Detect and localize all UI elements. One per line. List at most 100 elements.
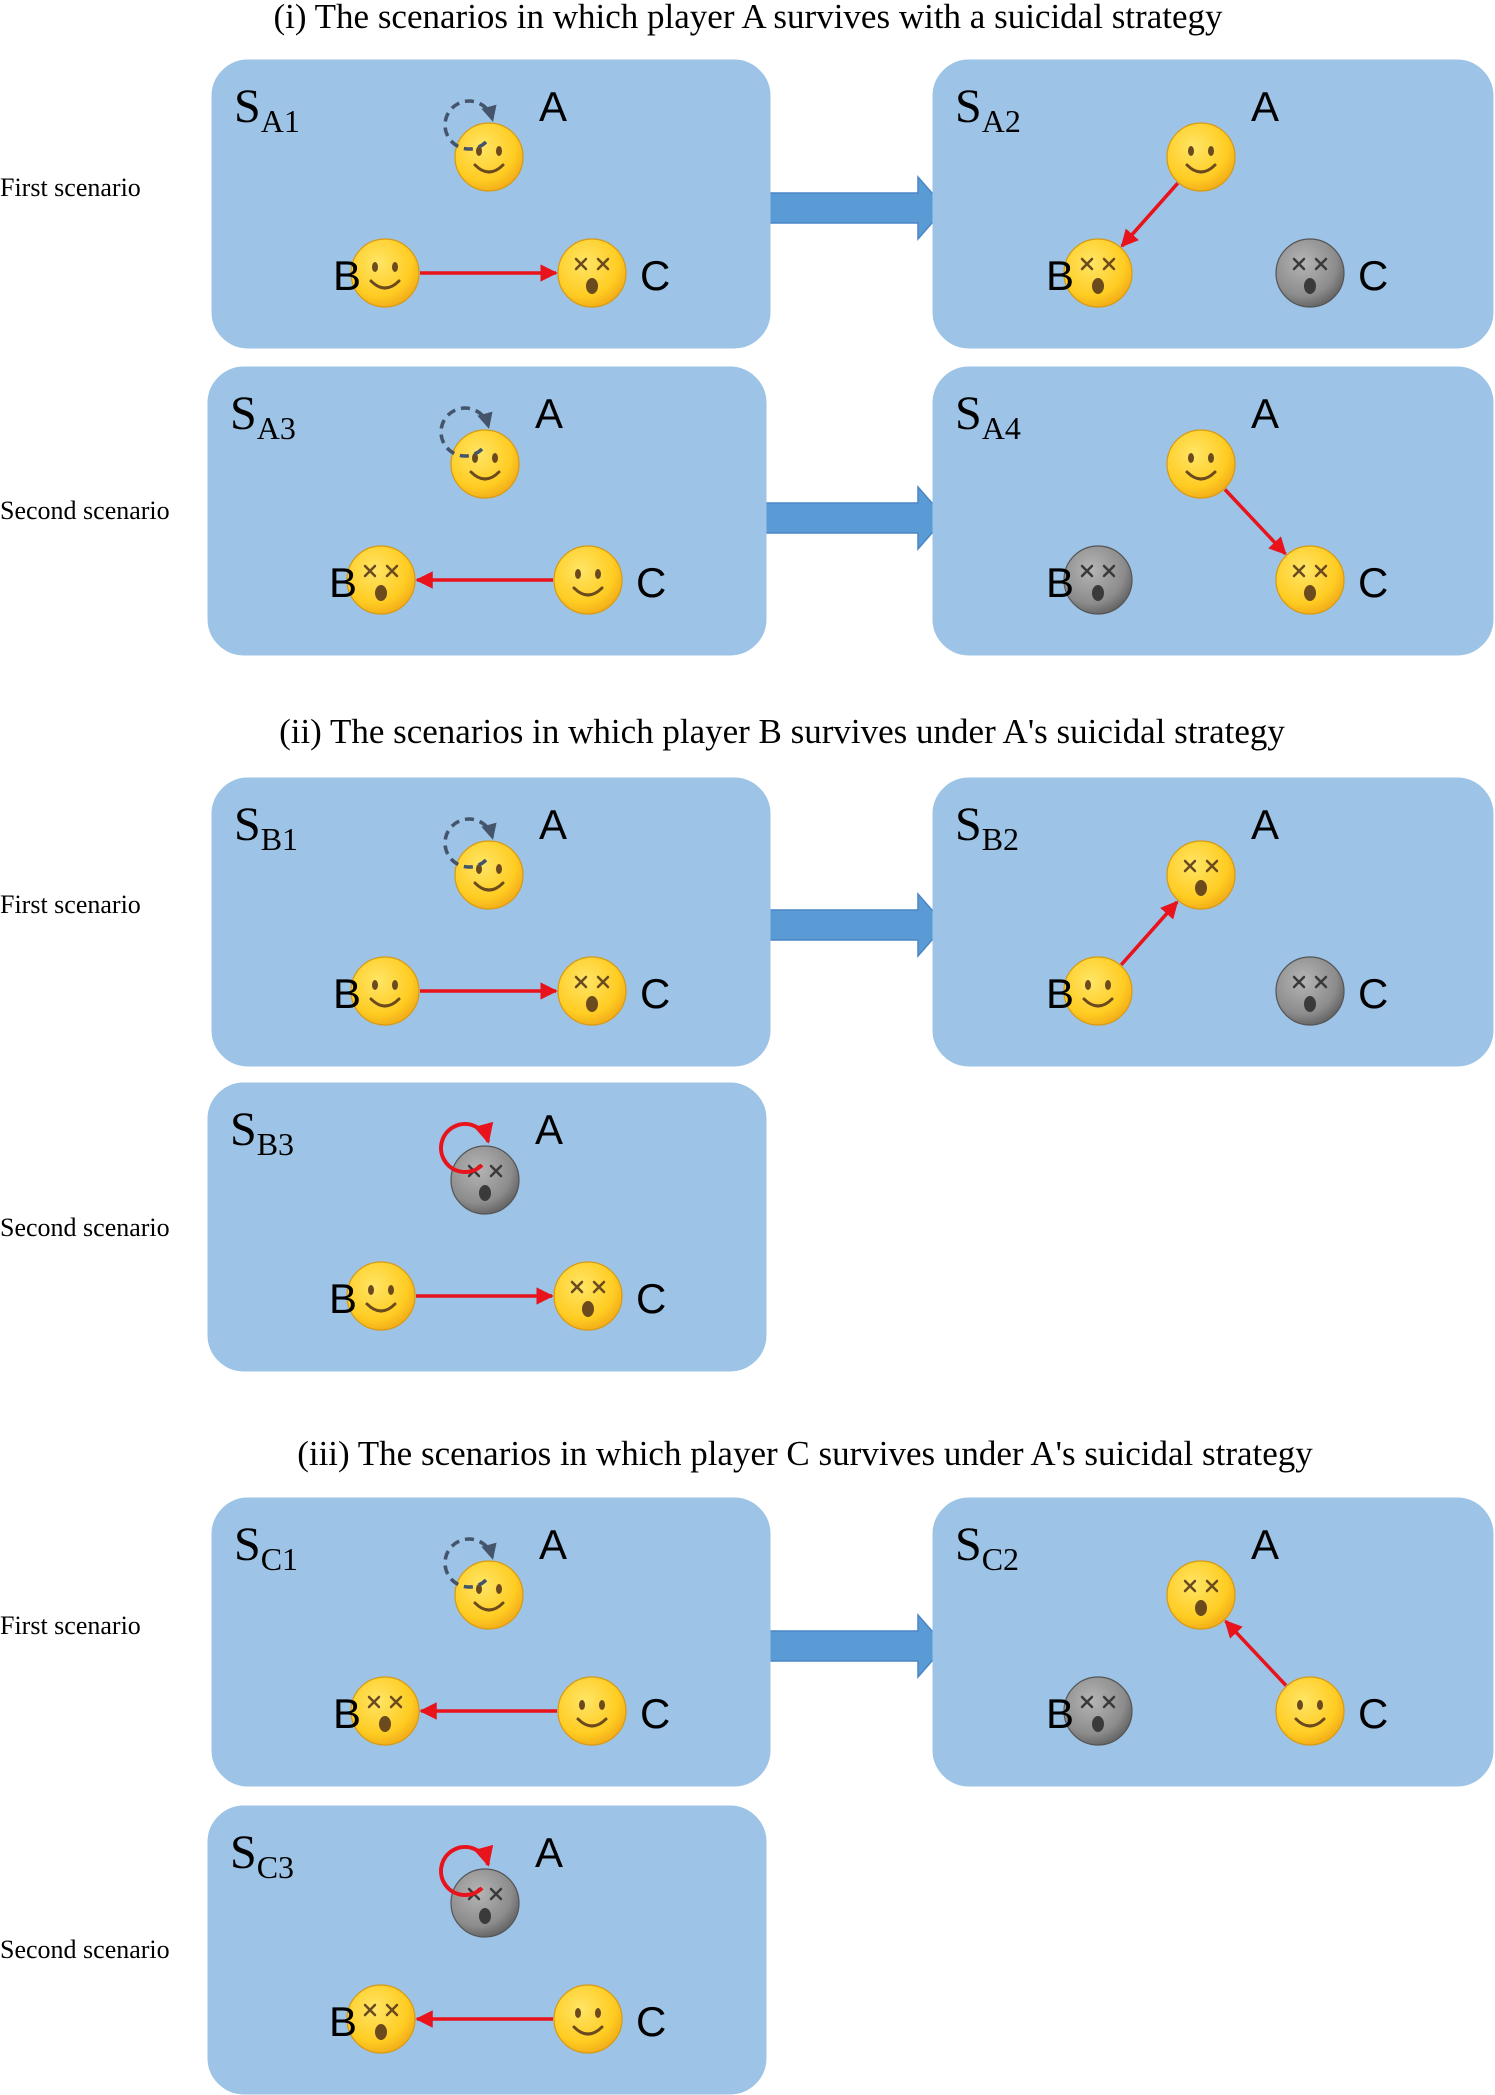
player-c-label: C (1358, 252, 1388, 299)
player-b-face (1063, 956, 1133, 1026)
player-c-face (557, 238, 627, 308)
suicide-arrow-a (439, 1121, 494, 1174)
player-c-face (553, 1261, 623, 1331)
panel-s-b1: SB1 A B C (211, 777, 771, 1067)
transition-arrow-a1-a2 (756, 174, 946, 242)
panel-s-b3: SB3 A B C (207, 1082, 767, 1372)
panel-s-a1: SA1 A B C (211, 59, 771, 349)
player-c-face (553, 545, 623, 615)
shot-arrow-c-to-a (1224, 1619, 1288, 1687)
player-c-face (553, 1984, 623, 2054)
row-label-1-1: First scenario (0, 173, 141, 202)
player-a-face (1166, 840, 1236, 910)
player-b-label: B (333, 970, 361, 1017)
panel-label-a1: SA1 (234, 80, 300, 139)
player-a-face (1166, 122, 1236, 192)
panel-label-b3: SB3 (230, 1103, 294, 1162)
section-heading-1: (i) The scenarios in which player A surv… (274, 0, 1223, 36)
player-a-label: A (539, 83, 567, 130)
row-label-2-2: Second scenario (0, 1213, 170, 1242)
panel-label-a3: SA3 (230, 387, 296, 446)
player-a-label: A (539, 801, 567, 848)
player-a-label: A (539, 1521, 567, 1568)
player-c-label: C (640, 970, 670, 1017)
player-b-label: B (1046, 970, 1074, 1017)
player-b-label: B (329, 1275, 357, 1322)
player-b-face (346, 1984, 416, 2054)
player-b-face (350, 956, 420, 1026)
panel-label-a4: SA4 (955, 387, 1021, 446)
player-b-label: B (329, 559, 357, 606)
panel-s-c2: SC2 A B C (932, 1497, 1494, 1787)
player-a-face (454, 840, 524, 910)
player-a-face (454, 122, 524, 192)
panel-s-c1: SC1 A B C (211, 1497, 771, 1787)
transition-arrow-a3-a4 (756, 484, 946, 552)
row-label-3-2: Second scenario (0, 1935, 170, 1964)
shot-arrow-b-to-a (1119, 900, 1179, 966)
player-c-face (1275, 956, 1345, 1026)
section-heading-2: (ii) The scenarios in which player B sur… (279, 712, 1285, 751)
panel-label-b1: SB1 (234, 798, 298, 857)
panel-s-b2: SB2 A B C (932, 777, 1494, 1067)
player-a-face (1166, 1560, 1236, 1630)
shot-arrow-a-to-b (1120, 182, 1180, 248)
transition-arrow-b1-b2 (756, 891, 946, 959)
player-c-face (557, 956, 627, 1026)
player-c-label: C (636, 1275, 666, 1322)
panel-s-a3: SA3 A B C (207, 366, 767, 656)
wait-arrow-a (443, 1537, 497, 1589)
player-a-label: A (535, 390, 563, 437)
player-b-label: B (1046, 252, 1074, 299)
wait-arrow-a (439, 406, 493, 458)
player-c-label: C (636, 1998, 666, 2045)
player-b-label: B (333, 1690, 361, 1737)
panel-label-c2: SC2 (955, 1518, 1019, 1577)
panel-label-c1: SC1 (234, 1518, 298, 1577)
row-label-1-2: Second scenario (0, 496, 170, 525)
player-b-label: B (1046, 1690, 1074, 1737)
row-label-3-1: First scenario (0, 1611, 141, 1640)
wait-arrow-a (443, 99, 497, 151)
player-c-label: C (1358, 559, 1388, 606)
section-heading-3: (iii) The scenarios in which player C su… (297, 1434, 1313, 1473)
player-b-face (1063, 545, 1133, 615)
player-b-label: B (329, 1998, 357, 2045)
suicide-arrow-a (439, 1844, 494, 1897)
player-a-face (450, 429, 520, 499)
player-b-label: B (333, 252, 361, 299)
player-a-label: A (1251, 390, 1279, 437)
player-b-face (350, 238, 420, 308)
player-c-label: C (640, 252, 670, 299)
player-b-face (346, 1261, 416, 1331)
player-a-face (1166, 429, 1236, 499)
player-b-face (346, 545, 416, 615)
shot-arrow-a-to-c (1223, 488, 1287, 556)
player-a-label: A (1251, 1521, 1279, 1568)
player-a-label: A (535, 1106, 563, 1153)
player-c-label: C (1358, 970, 1388, 1017)
player-c-face (1275, 238, 1345, 308)
player-c-label: C (636, 559, 666, 606)
player-c-face (1275, 545, 1345, 615)
row-label-2-1: First scenario (0, 890, 141, 919)
panel-s-c3: SC3 A B C (207, 1805, 767, 2095)
player-a-label: A (1251, 801, 1279, 848)
transition-arrow-c1-c2 (756, 1612, 946, 1680)
wait-arrow-a (443, 817, 497, 869)
player-b-face (1063, 1676, 1133, 1746)
player-c-label: C (1358, 1690, 1388, 1737)
panel-label-b2: SB2 (955, 798, 1019, 857)
player-a-label: A (1251, 83, 1279, 130)
player-b-face (1063, 238, 1133, 308)
panel-label-a2: SA2 (955, 80, 1021, 139)
panel-label-c3: SC3 (230, 1826, 294, 1885)
player-a-face (450, 1868, 520, 1938)
player-a-face (450, 1145, 520, 1215)
player-c-label: C (640, 1690, 670, 1737)
panel-s-a2: SA2 A B C (932, 59, 1494, 349)
player-a-label: A (535, 1829, 563, 1876)
player-c-face (557, 1676, 627, 1746)
